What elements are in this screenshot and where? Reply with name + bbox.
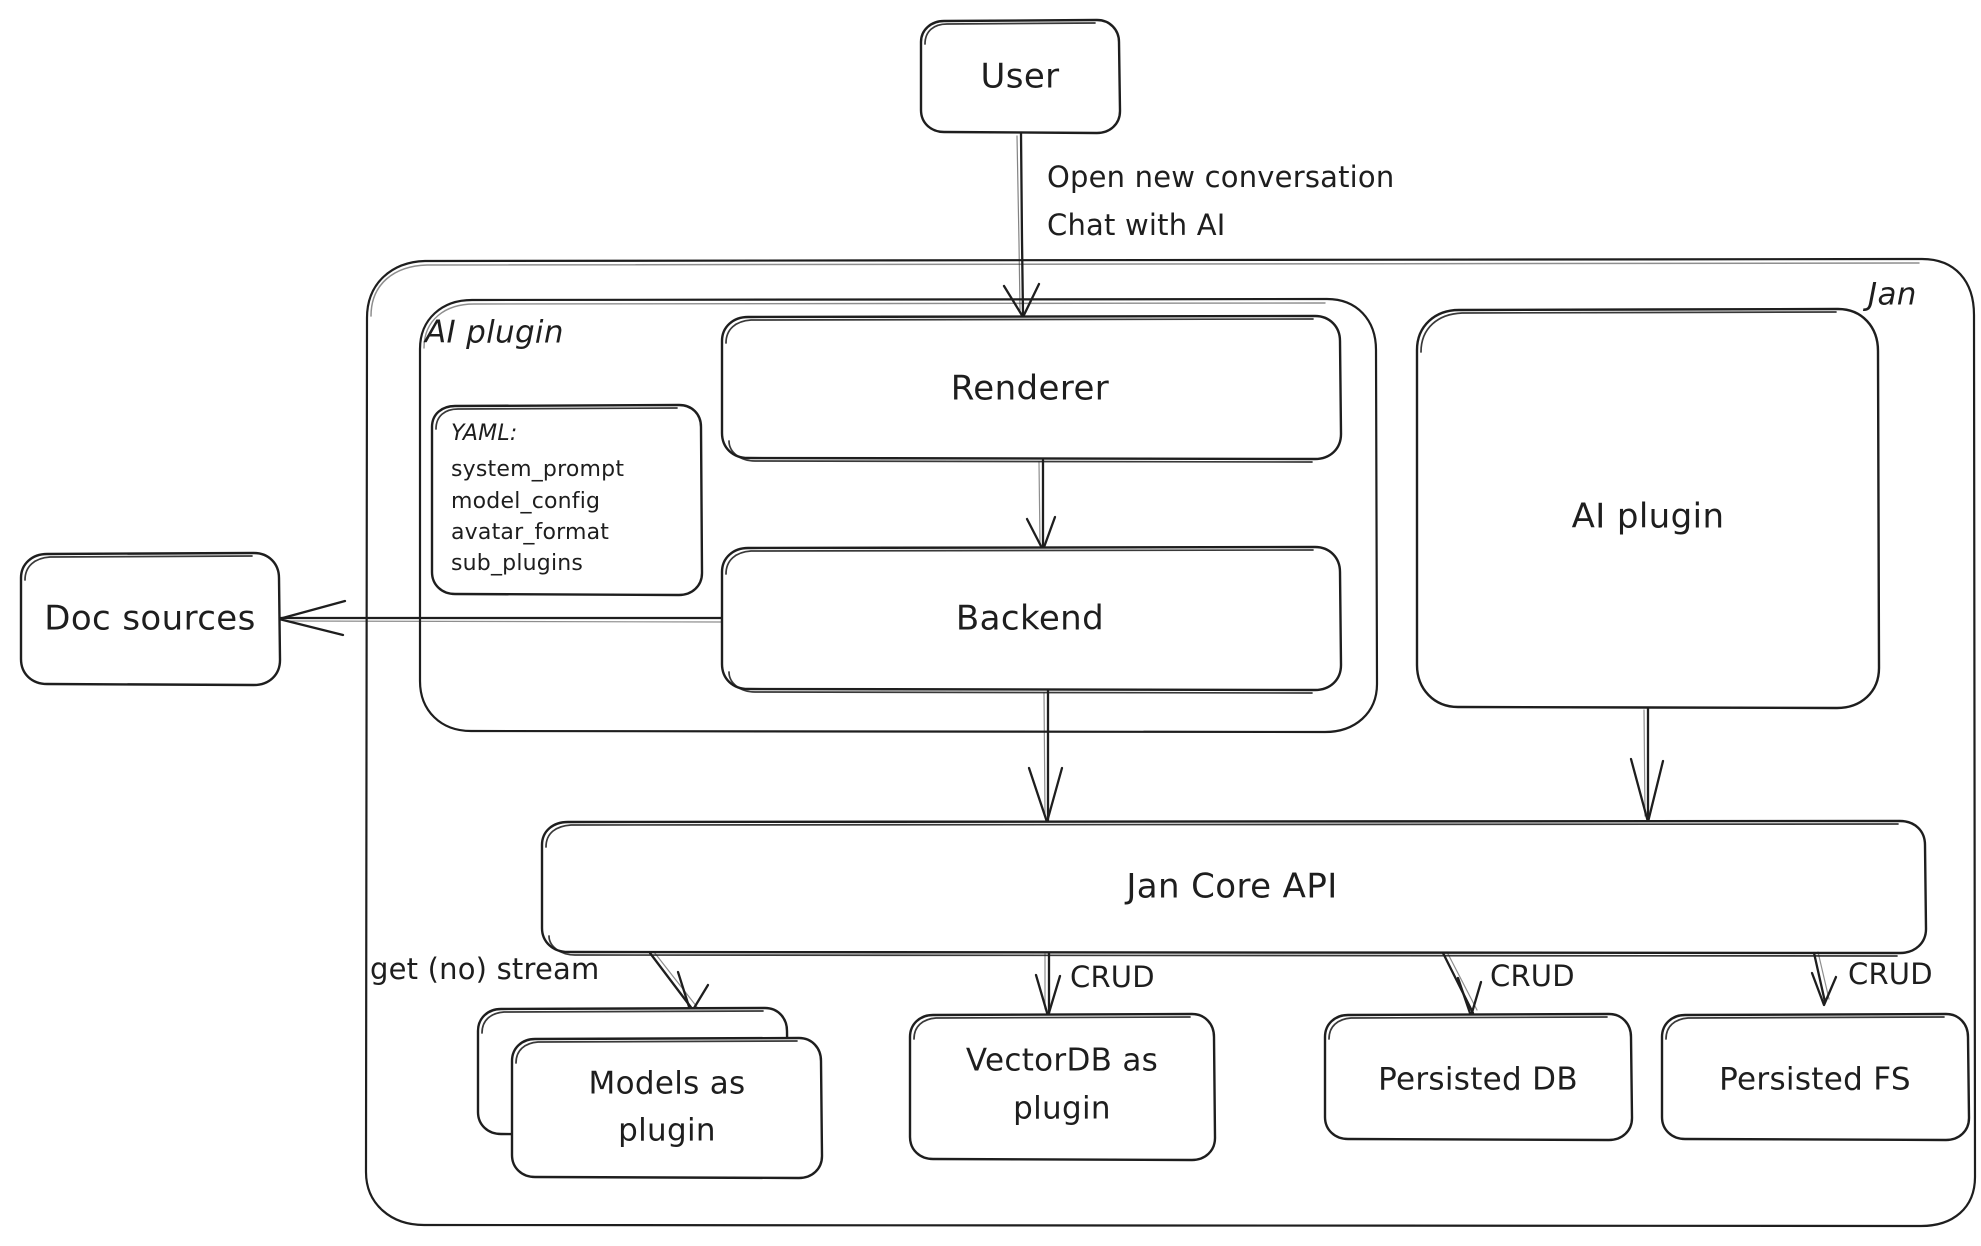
- node-backend-label: Backend: [956, 599, 1104, 639]
- edge-label-core-to-vectordb: CRUD: [1070, 960, 1155, 994]
- node-models-plugin[interactable]: Models as plugin: [476, 1006, 824, 1180]
- container-jan-label: Jan: [1862, 277, 1917, 313]
- node-persisted-db[interactable]: Persisted DB: [1323, 1012, 1634, 1142]
- card-yaml-heading: YAML:: [451, 421, 517, 446]
- edge-core-to-models: get (no) stream: [370, 951, 710, 1015]
- node-models-plugin-label-line2: plugin: [618, 1113, 716, 1149]
- node-doc-sources-label: Doc sources: [44, 599, 256, 639]
- card-yaml-key-0: system_prompt: [451, 457, 624, 482]
- node-doc-sources[interactable]: Doc sources: [19, 551, 282, 687]
- card-yaml-config[interactable]: YAML: system_prompt model_config avatar_…: [430, 403, 704, 597]
- card-yaml-key-2: avatar_format: [451, 520, 609, 545]
- card-yaml-key-1: model_config: [451, 489, 600, 514]
- node-renderer-label: Renderer: [951, 369, 1109, 409]
- edge-backend-to-doc-sources: [277, 599, 723, 637]
- node-user-label: User: [980, 57, 1059, 97]
- edge-core-to-persisted-fs: CRUD: [1810, 951, 1933, 1007]
- node-models-plugin-label-line1: Models as: [589, 1066, 746, 1102]
- node-jan-core-api[interactable]: Jan Core API: [540, 819, 1928, 957]
- node-persisted-fs-label: Persisted FS: [1719, 1062, 1911, 1098]
- node-vectordb-plugin-label-line1: VectorDB as: [966, 1043, 1158, 1079]
- node-persisted-db-label: Persisted DB: [1378, 1062, 1578, 1098]
- node-ai-plugin-right[interactable]: AI plugin: [1415, 307, 1881, 710]
- node-jan-core-api-label: Jan Core API: [1124, 867, 1337, 907]
- edge-ai-plugin-to-jan-core-api: [1629, 706, 1665, 824]
- node-vectordb-plugin[interactable]: VectorDB as plugin: [908, 1012, 1217, 1162]
- edge-backend-to-jan-core-api: [1027, 688, 1064, 824]
- node-vectordb-plugin-label-line2: plugin: [1013, 1091, 1111, 1127]
- container-ai-plugin-group-label: AI plugin: [423, 315, 564, 351]
- edge-label-user-to-renderer-line1: Open new conversation: [1047, 160, 1394, 194]
- edge-label-core-to-models: get (no) stream: [370, 952, 599, 986]
- edge-core-to-vectordb: CRUD: [1034, 951, 1155, 1018]
- container-jan[interactable]: Jan: [364, 257, 1977, 1228]
- node-models-plugin-front-card: [510, 1036, 824, 1180]
- node-backend[interactable]: Backend: [720, 545, 1343, 694]
- edge-user-to-renderer: Open new conversation Chat with AI: [1002, 131, 1394, 319]
- node-persisted-fs[interactable]: Persisted FS: [1660, 1012, 1971, 1142]
- edge-label-user-to-renderer-line2: Chat with AI: [1047, 208, 1226, 242]
- node-renderer[interactable]: Renderer: [720, 314, 1343, 463]
- card-yaml-key-3: sub_plugins: [451, 551, 583, 576]
- node-user[interactable]: User: [919, 18, 1122, 135]
- node-ai-plugin-right-label: AI plugin: [1572, 497, 1725, 537]
- edge-label-core-to-persisted-db: CRUD: [1490, 959, 1575, 993]
- edge-core-to-persisted-db: CRUD: [1441, 951, 1575, 1018]
- container-ai-plugin-group[interactable]: AI plugin: [418, 297, 1379, 734]
- edge-renderer-to-backend: [1025, 458, 1057, 552]
- edge-label-core-to-persisted-fs: CRUD: [1848, 957, 1933, 991]
